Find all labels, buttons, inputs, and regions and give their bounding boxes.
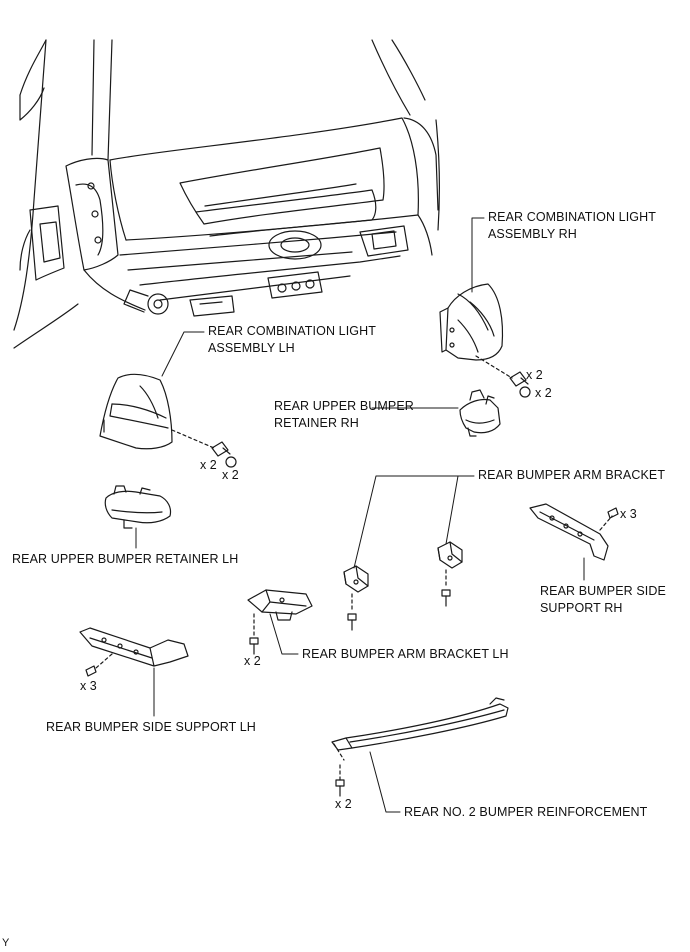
- rear-bumper-arm-bracket-lh-part: [247, 589, 313, 655]
- rear-upper-bumper-retainer-lh-part: [104, 485, 172, 529]
- label-line: REAR BUMPER SIDE: [540, 584, 666, 598]
- label-line: REAR COMBINATION LIGHT: [208, 324, 376, 338]
- vehicle-rear-body: [13, 39, 440, 349]
- label-line: RETAINER RH: [274, 416, 359, 430]
- label-rear-no2-bumper-reinforcement: REAR NO. 2 BUMPER REINFORCEMENT: [404, 805, 648, 819]
- label-line: SUPPORT RH: [540, 601, 623, 615]
- qty-side-support-lh-bolt: x 3: [80, 679, 97, 693]
- label-line: REAR UPPER BUMPER: [274, 399, 414, 413]
- label-rear-upper-bumper-retainer-rh: REAR UPPER BUMPER RETAINER RH: [274, 398, 414, 432]
- label-rear-bumper-side-support-rh: REAR BUMPER SIDE SUPPORT RH: [540, 583, 666, 617]
- qty-reinforcement-bolt: x 2: [335, 797, 352, 811]
- label-rear-bumper-side-support-lh: REAR BUMPER SIDE SUPPORT LH: [46, 720, 256, 734]
- label-rear-bumper-arm-bracket: REAR BUMPER ARM BRACKET: [478, 468, 666, 482]
- label-rear-combination-light-lh: REAR COMBINATION LIGHT ASSEMBLY LH: [208, 323, 376, 357]
- qty-rh-light-clip: x 2: [535, 386, 552, 400]
- rear-combination-light-rh-part: [439, 283, 531, 398]
- label-line: ASSEMBLY LH: [208, 341, 295, 355]
- label-rear-combination-light-rh: REAR COMBINATION LIGHT ASSEMBLY RH: [488, 209, 656, 243]
- qty-arm-bracket-lh-bolt: x 2: [244, 654, 261, 668]
- label-line: ASSEMBLY RH: [488, 227, 577, 241]
- leader-lines: [135, 217, 585, 813]
- rear-no2-bumper-reinforcement-part: [331, 697, 509, 797]
- rear-bumper-arm-bracket-parts: [343, 541, 463, 631]
- qty-side-support-rh-bolt: x 3: [620, 507, 637, 521]
- rear-upper-bumper-retainer-rh-part: [459, 389, 501, 437]
- rear-bumper-side-support-rh-part: [529, 503, 619, 561]
- label-line: REAR COMBINATION LIGHT: [488, 210, 656, 224]
- rear-combination-light-lh-part: [99, 373, 237, 468]
- label-rear-upper-bumper-retainer-lh: REAR UPPER BUMPER RETAINER LH: [12, 552, 239, 566]
- rear-bumper-side-support-lh-part: [79, 627, 189, 677]
- label-rear-bumper-arm-bracket-lh: REAR BUMPER ARM BRACKET LH: [302, 647, 509, 661]
- qty-lh-light-clip: x 2: [222, 468, 239, 482]
- qty-lh-light-bolt: x 2: [200, 458, 217, 472]
- qty-rh-light-bolt: x 2: [526, 368, 543, 382]
- figure-code: Y: [2, 937, 10, 949]
